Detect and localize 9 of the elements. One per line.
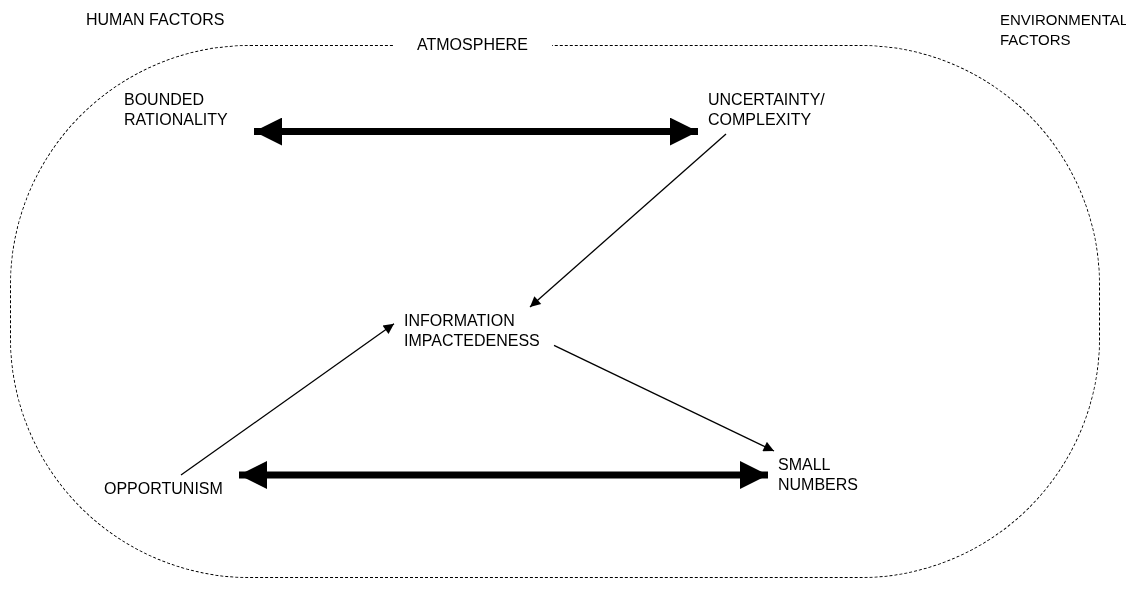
factor-label: OPPORTUNISM [94,475,239,503]
factor-label: BOUNDED RATIONALITY [114,86,254,134]
factor-label: SMALL NUMBERS [768,451,888,499]
arrow [180,323,395,476]
factor-label: UNCERTAINTY/ COMPLEXITY [698,86,838,134]
arrow [529,133,727,308]
factor-label: INFORMATION IMPACTEDENESS [394,307,554,355]
arrow [553,344,775,452]
group-heading: HUMAN FACTORS [86,10,226,30]
